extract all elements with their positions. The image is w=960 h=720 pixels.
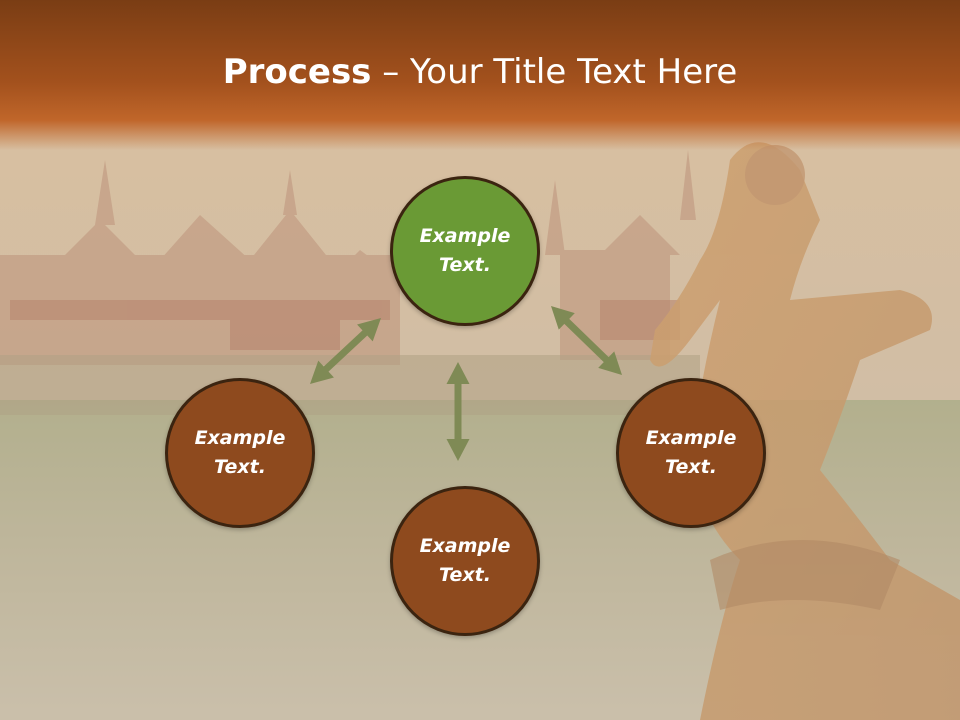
node-bottom-text: Example Text.: [419, 535, 511, 586]
slide-title: Process – Your Title Text Here: [0, 52, 960, 92]
title-rest: – Your Title Text Here: [371, 52, 738, 92]
process-node-left: Example Text.: [165, 378, 315, 528]
process-node-right: Example Text.: [616, 378, 766, 528]
node-right-text: Example Text.: [645, 427, 737, 478]
title-bar: [0, 0, 960, 150]
arrow-top-left: [309, 318, 382, 384]
title-bold: Process: [222, 52, 372, 92]
arrow-top-right: [551, 305, 622, 376]
arrow-center-vertical: [446, 362, 470, 461]
process-node-top: Example Text.: [390, 176, 540, 326]
process-node-bottom: Example Text.: [390, 486, 540, 636]
node-top-text: Example Text.: [419, 225, 511, 276]
node-left-text: Example Text.: [194, 427, 286, 478]
